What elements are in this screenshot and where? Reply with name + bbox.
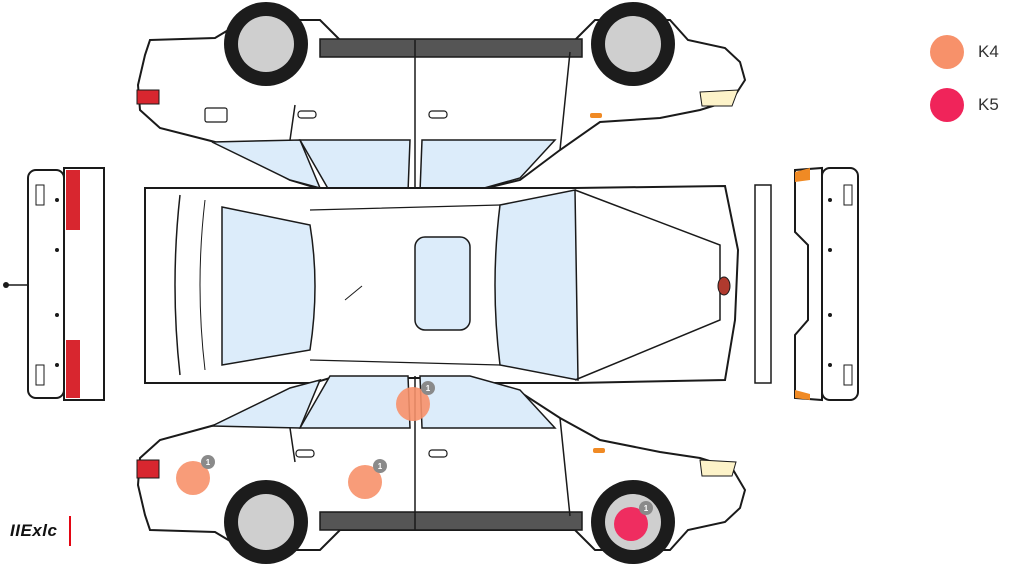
damage-marker-front-wheel-right[interactable]: 1 xyxy=(614,501,653,541)
legend-label-k5: K5 xyxy=(978,95,999,114)
car-rear-view xyxy=(754,166,859,402)
damage-marker-rear-quarter-right[interactable]: 1 xyxy=(176,455,215,495)
logo-text: IIExlc xyxy=(10,521,58,540)
legend-item-k5[interactable]: K5 xyxy=(930,88,999,122)
car-roof-view xyxy=(144,184,740,384)
legend-label-k4: K4 xyxy=(978,42,999,61)
car-left-side-view xyxy=(136,2,747,193)
car-right-side-view xyxy=(136,375,747,564)
legend-item-k4[interactable]: K4 xyxy=(930,35,999,69)
damage-marker-front-door-right[interactable]: 1 xyxy=(396,381,435,421)
logo-accent-bar xyxy=(69,516,72,546)
brand-logo: IIExlc xyxy=(10,516,72,546)
legend-swatch-k5 xyxy=(930,88,964,122)
car-front-view xyxy=(3,167,105,401)
svg-text:1: 1 xyxy=(378,462,383,471)
svg-text:1: 1 xyxy=(426,384,431,393)
legend-swatch-k4 xyxy=(930,35,964,69)
svg-text:1: 1 xyxy=(644,504,649,513)
svg-text:1: 1 xyxy=(206,458,211,467)
damage-marker-rear-door-right[interactable]: 1 xyxy=(348,459,387,499)
